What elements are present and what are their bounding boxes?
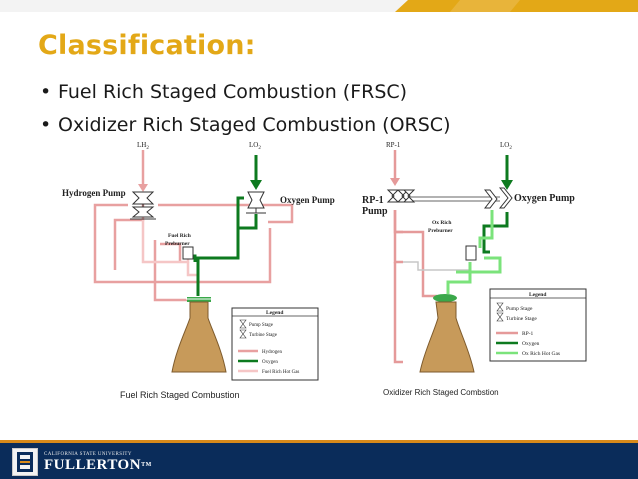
orsc-caption: Oxidizer Rich Staged Combstion — [383, 388, 499, 397]
rp1-arrow-icon — [390, 178, 400, 186]
frsc-preburner-label-1: Fuel Rich — [168, 233, 191, 239]
hydrogen-pump-icon — [130, 191, 156, 220]
orsc-legend-pump: Pump Stage — [506, 306, 533, 312]
university-small-text: CALIFORNIA STATE UNIVERSITY — [44, 451, 132, 457]
orsc-preburner-label-1: Ox Rich — [432, 220, 451, 226]
bullet-item: • Oxidizer Rich Staged Combustion (ORSC) — [40, 109, 451, 142]
orsc-legend-item: RP-1 — [522, 331, 534, 337]
frsc-legend-item: Fuel Rich Hot Gas — [262, 370, 299, 375]
orsc-gray-lines — [403, 261, 471, 271]
orsc-shaft — [410, 196, 500, 202]
rp1-pump-label-2: Pump — [362, 206, 388, 217]
frsc-nozzle-icon — [171, 297, 227, 373]
frsc-preburner-icon — [182, 246, 194, 260]
orsc-nozzle-icon — [419, 294, 475, 373]
lh2-arrow-icon — [138, 184, 148, 192]
frsc-legend-turbine: Turbine Stage — [249, 333, 278, 338]
frsc-legend-title: Legend — [266, 310, 283, 316]
legend-pump-stage-icon — [239, 319, 247, 329]
frsc-legend-item: Hydrogen — [262, 350, 282, 355]
orsc-hot-gas-lines — [446, 210, 502, 294]
orsc-lo2-label: LO2 — [500, 141, 512, 151]
frsc-legend-pump: Pump Stage — [249, 323, 274, 328]
university-logo: CALIFORNIA STATE UNIVERSITY FULLERTONTM — [12, 448, 152, 476]
orsc-preburner-label-2: Preburner — [428, 228, 453, 234]
bullet-dot-icon: • — [40, 114, 52, 136]
oxygen-pump-icon — [246, 191, 266, 214]
frsc-lo2-label: LO2 — [249, 141, 261, 151]
bullet-item: • Fuel Rich Staged Combustion (FRSC) — [40, 76, 451, 109]
footer-rule — [0, 440, 638, 443]
orsc-legend-item: Ox Rich Hot Gas — [522, 351, 560, 357]
bullet-text: Oxidizer Rich Staged Combustion (ORSC) — [58, 114, 451, 136]
orsc-rp1-top-label: RP-1 — [386, 141, 401, 149]
frsc-lh2-label: LH2 — [137, 141, 149, 151]
legend-turbine-stage-icon — [239, 329, 247, 339]
orsc-oxygen-pump-icon — [483, 187, 513, 209]
footer-bar — [0, 443, 638, 479]
frsc-caption: Fuel Rich Staged Combustion — [120, 390, 240, 400]
orsc-legend-item: Oxygen — [522, 341, 540, 347]
frsc-legend-item: Oxygen — [262, 360, 278, 365]
orsc-legend-pump-stage-icon — [496, 302, 504, 312]
slide-title: Classification: — [38, 30, 256, 61]
hydrogen-pump-label: Hydrogen Pump — [62, 188, 126, 198]
frsc-preburner-label-2: Preburner — [165, 241, 190, 247]
orsc-legend-turbine: Turbine Stage — [506, 316, 537, 322]
bullet-dot-icon: • — [40, 81, 52, 103]
bullet-list: • Fuel Rich Staged Combustion (FRSC) • Oxi… — [40, 76, 451, 142]
oxygen-pump-label: Oxygen Pump — [280, 195, 335, 205]
rp1-pump-icon — [386, 189, 416, 203]
orsc-preburner-icon — [465, 245, 477, 261]
orsc-legend-title: Legend — [529, 292, 546, 298]
rp1-pump-label-1: RP-1 — [362, 195, 384, 206]
lo2-arrow-icon — [250, 180, 262, 190]
orsc-legend: Legend Pump Stage Turbine Stage RP-1 Oxy… — [489, 288, 587, 362]
frsc-legend: Legend Pump Stage Turbine Stage Hydrogen… — [231, 307, 319, 381]
orsc-rp1-lines — [393, 150, 437, 364]
top-decor-bar — [0, 0, 638, 12]
university-name: FULLERTONTM — [44, 456, 152, 473]
orsc-lo2-arrow-icon — [501, 180, 513, 190]
orsc-oxygen-pump-label: Oxygen Pump — [514, 193, 575, 204]
seal-icon — [12, 448, 38, 476]
bullet-text: Fuel Rich Staged Combustion (FRSC) — [58, 81, 408, 103]
orsc-legend-turbine-stage-icon — [496, 312, 504, 322]
